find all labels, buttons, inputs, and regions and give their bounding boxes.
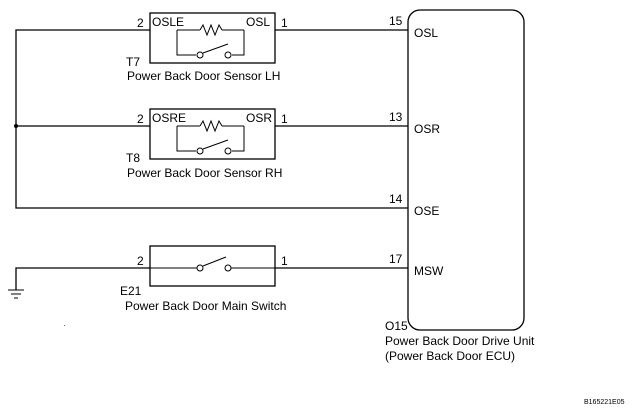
sensor-lh-pin-left-name: OSLE (152, 15, 184, 29)
ecu-terminal-num: 13 (389, 110, 403, 124)
ecu-terminal-name: OSR (414, 122, 440, 136)
sensor-lh-code: T7 (126, 55, 140, 69)
sensor-rh-pin-left-num: 2 (137, 112, 144, 126)
main-switch: 2 1 E21 Power Back Door Main Switch (120, 245, 288, 313)
ecu-terminal-num: 14 (389, 192, 403, 206)
main-switch-pin-right-num: 1 (281, 254, 288, 268)
sensor-rh-pin-right-num: 1 (281, 112, 288, 126)
ecu-code: O15 (385, 319, 408, 333)
wires (15, 29, 408, 290)
sensor-lh-pin-left-num: 2 (137, 16, 144, 30)
main-switch-pin-left-num: 2 (137, 254, 144, 268)
ecu-terminals: 15 OSL 13 OSR 14 OSE 17 MSW (389, 14, 444, 278)
ecu-terminal-name: OSE (414, 204, 439, 218)
ecu-terminal-num: 17 (389, 252, 403, 266)
ecu-name-line2: (Power Back Door ECU) (385, 349, 515, 363)
sensor-lh-pin-right-num: 1 (281, 16, 288, 30)
switch-icon (202, 256, 227, 267)
wire-lh-ground-loop (15, 29, 408, 209)
resistor-icon (199, 23, 223, 37)
ecu-terminal-name: MSW (414, 264, 444, 278)
sensor-lh-box (149, 12, 276, 64)
ecu-name-line1: Power Back Door Drive Unit (385, 334, 535, 348)
sensor-rh: 2 OSRE OSR 1 T8 Power Back Door Sensor R… (126, 108, 288, 180)
sensor-rh-name: Power Back Door Sensor RH (127, 166, 282, 180)
ecu-terminal-name: OSL (414, 26, 438, 40)
resistor-icon (199, 119, 223, 133)
switch-icon (202, 139, 229, 150)
sensor-rh-code: T8 (126, 151, 140, 165)
figure-code: B165221E05 (584, 399, 625, 406)
ecu-box (407, 9, 525, 331)
sensor-lh-pin-right-name: OSL (246, 15, 270, 29)
sensor-lh-name: Power Back Door Sensor LH (127, 69, 280, 83)
main-switch-code: E21 (120, 284, 142, 298)
ground-icon (8, 289, 24, 299)
stray-mark (64, 325, 65, 326)
wire-main-ground (15, 267, 150, 290)
sensor-rh-pin-left-name: OSRE (152, 111, 186, 125)
main-switch-name: Power Back Door Main Switch (125, 299, 286, 313)
sensor-lh: 2 OSLE OSL 1 T7 Power Back Door Sensor L… (126, 12, 288, 83)
sensor-rh-pin-right-name: OSR (246, 111, 272, 125)
sensor-rh-box (149, 108, 276, 160)
junction-dot (14, 124, 18, 128)
main-switch-box (149, 245, 276, 287)
switch-icon (202, 43, 229, 54)
ecu-terminal-num: 15 (389, 14, 403, 28)
